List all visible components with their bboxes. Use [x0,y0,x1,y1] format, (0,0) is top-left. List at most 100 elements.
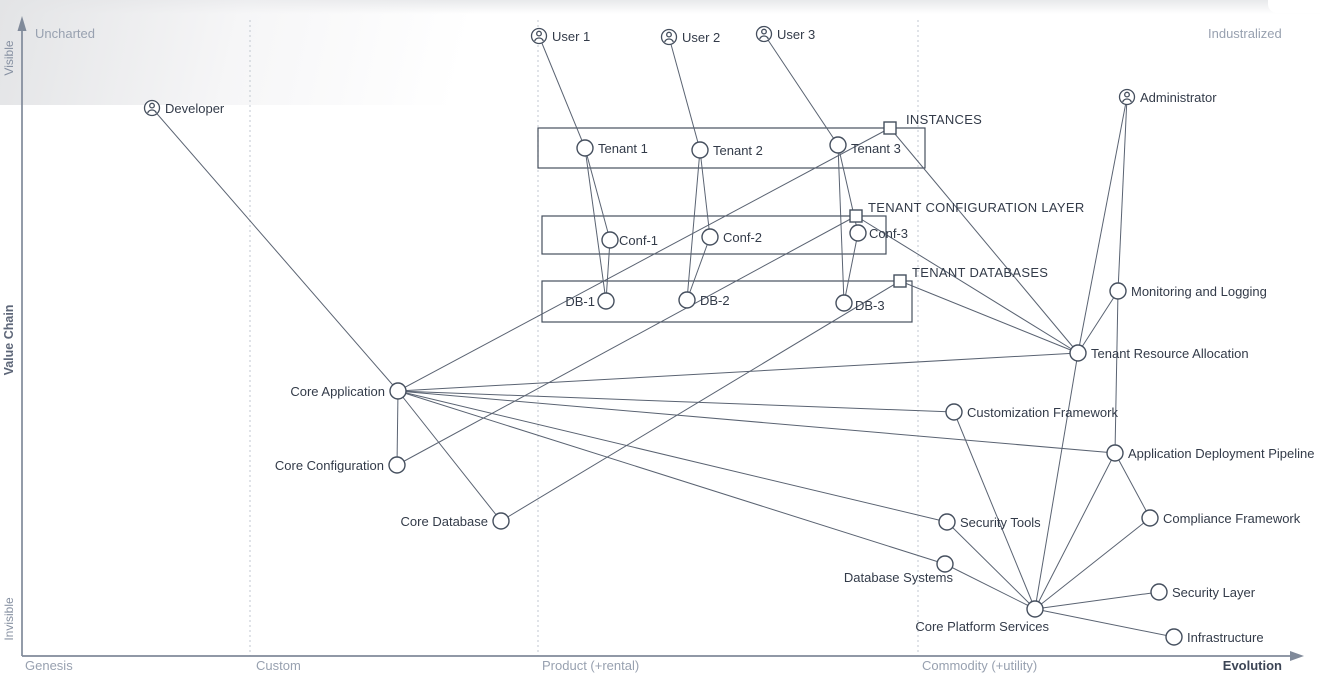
node-infra[interactable] [1165,628,1183,646]
tenant-databases-box [541,280,913,323]
uncharted-label: Uncharted [35,26,95,41]
node-sec_tools[interactable] [938,513,956,531]
node-label-db_systems: Database Systems [844,570,954,585]
node-tra[interactable] [1069,344,1087,362]
edge-tenant1-conf1 [584,147,611,241]
node-label-developer: Developer [165,101,225,116]
edge-cps-infra [1034,608,1175,638]
edge-sec_tools-cps [946,521,1036,610]
node-label-td_sq: TENANT DATABASES [912,265,1048,280]
x-axis-title: Evolution [1223,658,1282,673]
node-label-infra: Infrastructure [1187,630,1264,645]
node-label-user1: User 1 [552,29,590,44]
edge-core_db-td_sq [500,280,901,522]
node-label-inst_sq: INSTANCES [906,112,982,127]
edge-administrator-tra [1077,96,1128,354]
edge-core_app-core_db [397,390,502,522]
y-axis-top-label: Visible [2,40,16,75]
node-custom_fw[interactable] [945,403,963,421]
node-label-user3: User 3 [777,27,815,42]
node-label-core_db: Core Database [401,514,488,529]
edge-administrator-monitoring [1117,96,1128,292]
node-user1[interactable] [530,27,548,45]
x-axis-arrow-icon [1290,651,1304,661]
edge-user1-tenant1 [538,35,586,149]
node-label-monitoring: Monitoring and Logging [1131,284,1267,299]
node-administrator[interactable] [1118,88,1136,106]
node-label-user2: User 2 [682,30,720,45]
node-db2[interactable] [678,291,696,309]
y-axis-bottom-label: Invisible [2,597,16,641]
node-tenant2[interactable] [691,141,709,159]
node-label-compliance: Compliance Framework [1163,511,1301,526]
node-label-custom_fw: Customization Framework [967,405,1118,420]
edge-adp-compliance [1114,452,1151,519]
node-label-tenant1: Tenant 1 [598,141,648,156]
node-label-cps: Core Platform Services [915,619,1049,634]
edge-adp-cps [1034,452,1116,610]
edge-tra-cps [1034,352,1079,610]
edge-core_app-custom_fw [397,390,955,413]
edge-monitoring-tra [1077,290,1119,354]
edge-inst_sq-tra [889,127,1079,354]
node-adp[interactable] [1106,444,1124,462]
edge-db_systems-cps [944,563,1036,610]
stage-label-2: Product (+rental) [542,658,639,673]
industralized-label: Industralized [1208,26,1282,41]
node-developer[interactable] [143,99,161,117]
node-tenant1[interactable] [576,139,594,157]
edge-core_app-core_config [396,390,399,466]
edge-cps-sec_layer [1034,591,1160,610]
node-db_systems[interactable] [936,555,954,573]
edge-custom_fw-cps [953,411,1036,610]
node-label-sec_layer: Security Layer [1172,585,1256,600]
node-label-tenant3: Tenant 3 [851,141,901,156]
edge-developer-core_app [151,107,399,392]
node-label-core_config: Core Configuration [275,458,384,473]
node-cps[interactable] [1026,600,1044,618]
node-conf3[interactable] [849,224,867,242]
edge-core_config-conf_sq [396,215,857,466]
edge-user2-tenant2 [668,36,701,151]
node-td_sq[interactable] [893,274,907,288]
edge-core_app-adp [397,390,1116,454]
corner-chip [1268,0,1320,13]
node-conf_sq[interactable] [849,209,863,223]
node-sec_layer[interactable] [1150,583,1168,601]
node-user2[interactable] [660,28,678,46]
node-label-administrator: Administrator [1140,90,1217,105]
node-label-conf_sq: TENANT CONFIGURATION LAYER [868,200,1085,215]
node-db1[interactable] [597,292,615,310]
edge-monitoring-adp [1114,290,1119,454]
y-axis-arrow-icon [17,16,27,31]
node-core_config[interactable] [388,456,406,474]
node-label-tra: Tenant Resource Allocation [1091,346,1249,361]
edge-conf1-db1 [605,239,611,302]
node-label-adp: Application Deployment Pipeline [1128,446,1314,461]
edge-compliance-cps [1034,517,1151,610]
node-label-tenant2: Tenant 2 [713,143,763,158]
node-core_app[interactable] [389,382,407,400]
node-tenant3[interactable] [829,136,847,154]
node-db3[interactable] [835,294,853,312]
edge-td_sq-tra [899,280,1079,354]
edge-conf2-db2 [686,236,711,301]
node-conf1[interactable] [601,231,619,249]
edge-tenant2-conf2 [699,149,711,238]
node-compliance[interactable] [1141,509,1159,527]
node-label-conf2: Conf-2 [723,230,762,245]
stage-label-3: Commodity (+utility) [922,658,1037,673]
node-inst_sq[interactable] [883,121,897,135]
node-label-conf3: Conf-3 [869,226,908,241]
edge-tenant1-db1 [584,147,607,302]
edge-core_app-tra [397,352,1079,392]
node-conf2[interactable] [701,228,719,246]
edge-core_app-inst_sq [397,127,891,392]
node-label-sec_tools: Security Tools [960,515,1041,530]
node-user3[interactable] [755,25,773,43]
edge-tenant2-db2 [686,149,701,301]
node-label-core_app: Core Application [290,384,385,399]
node-core_db[interactable] [492,512,510,530]
node-monitoring[interactable] [1109,282,1127,300]
